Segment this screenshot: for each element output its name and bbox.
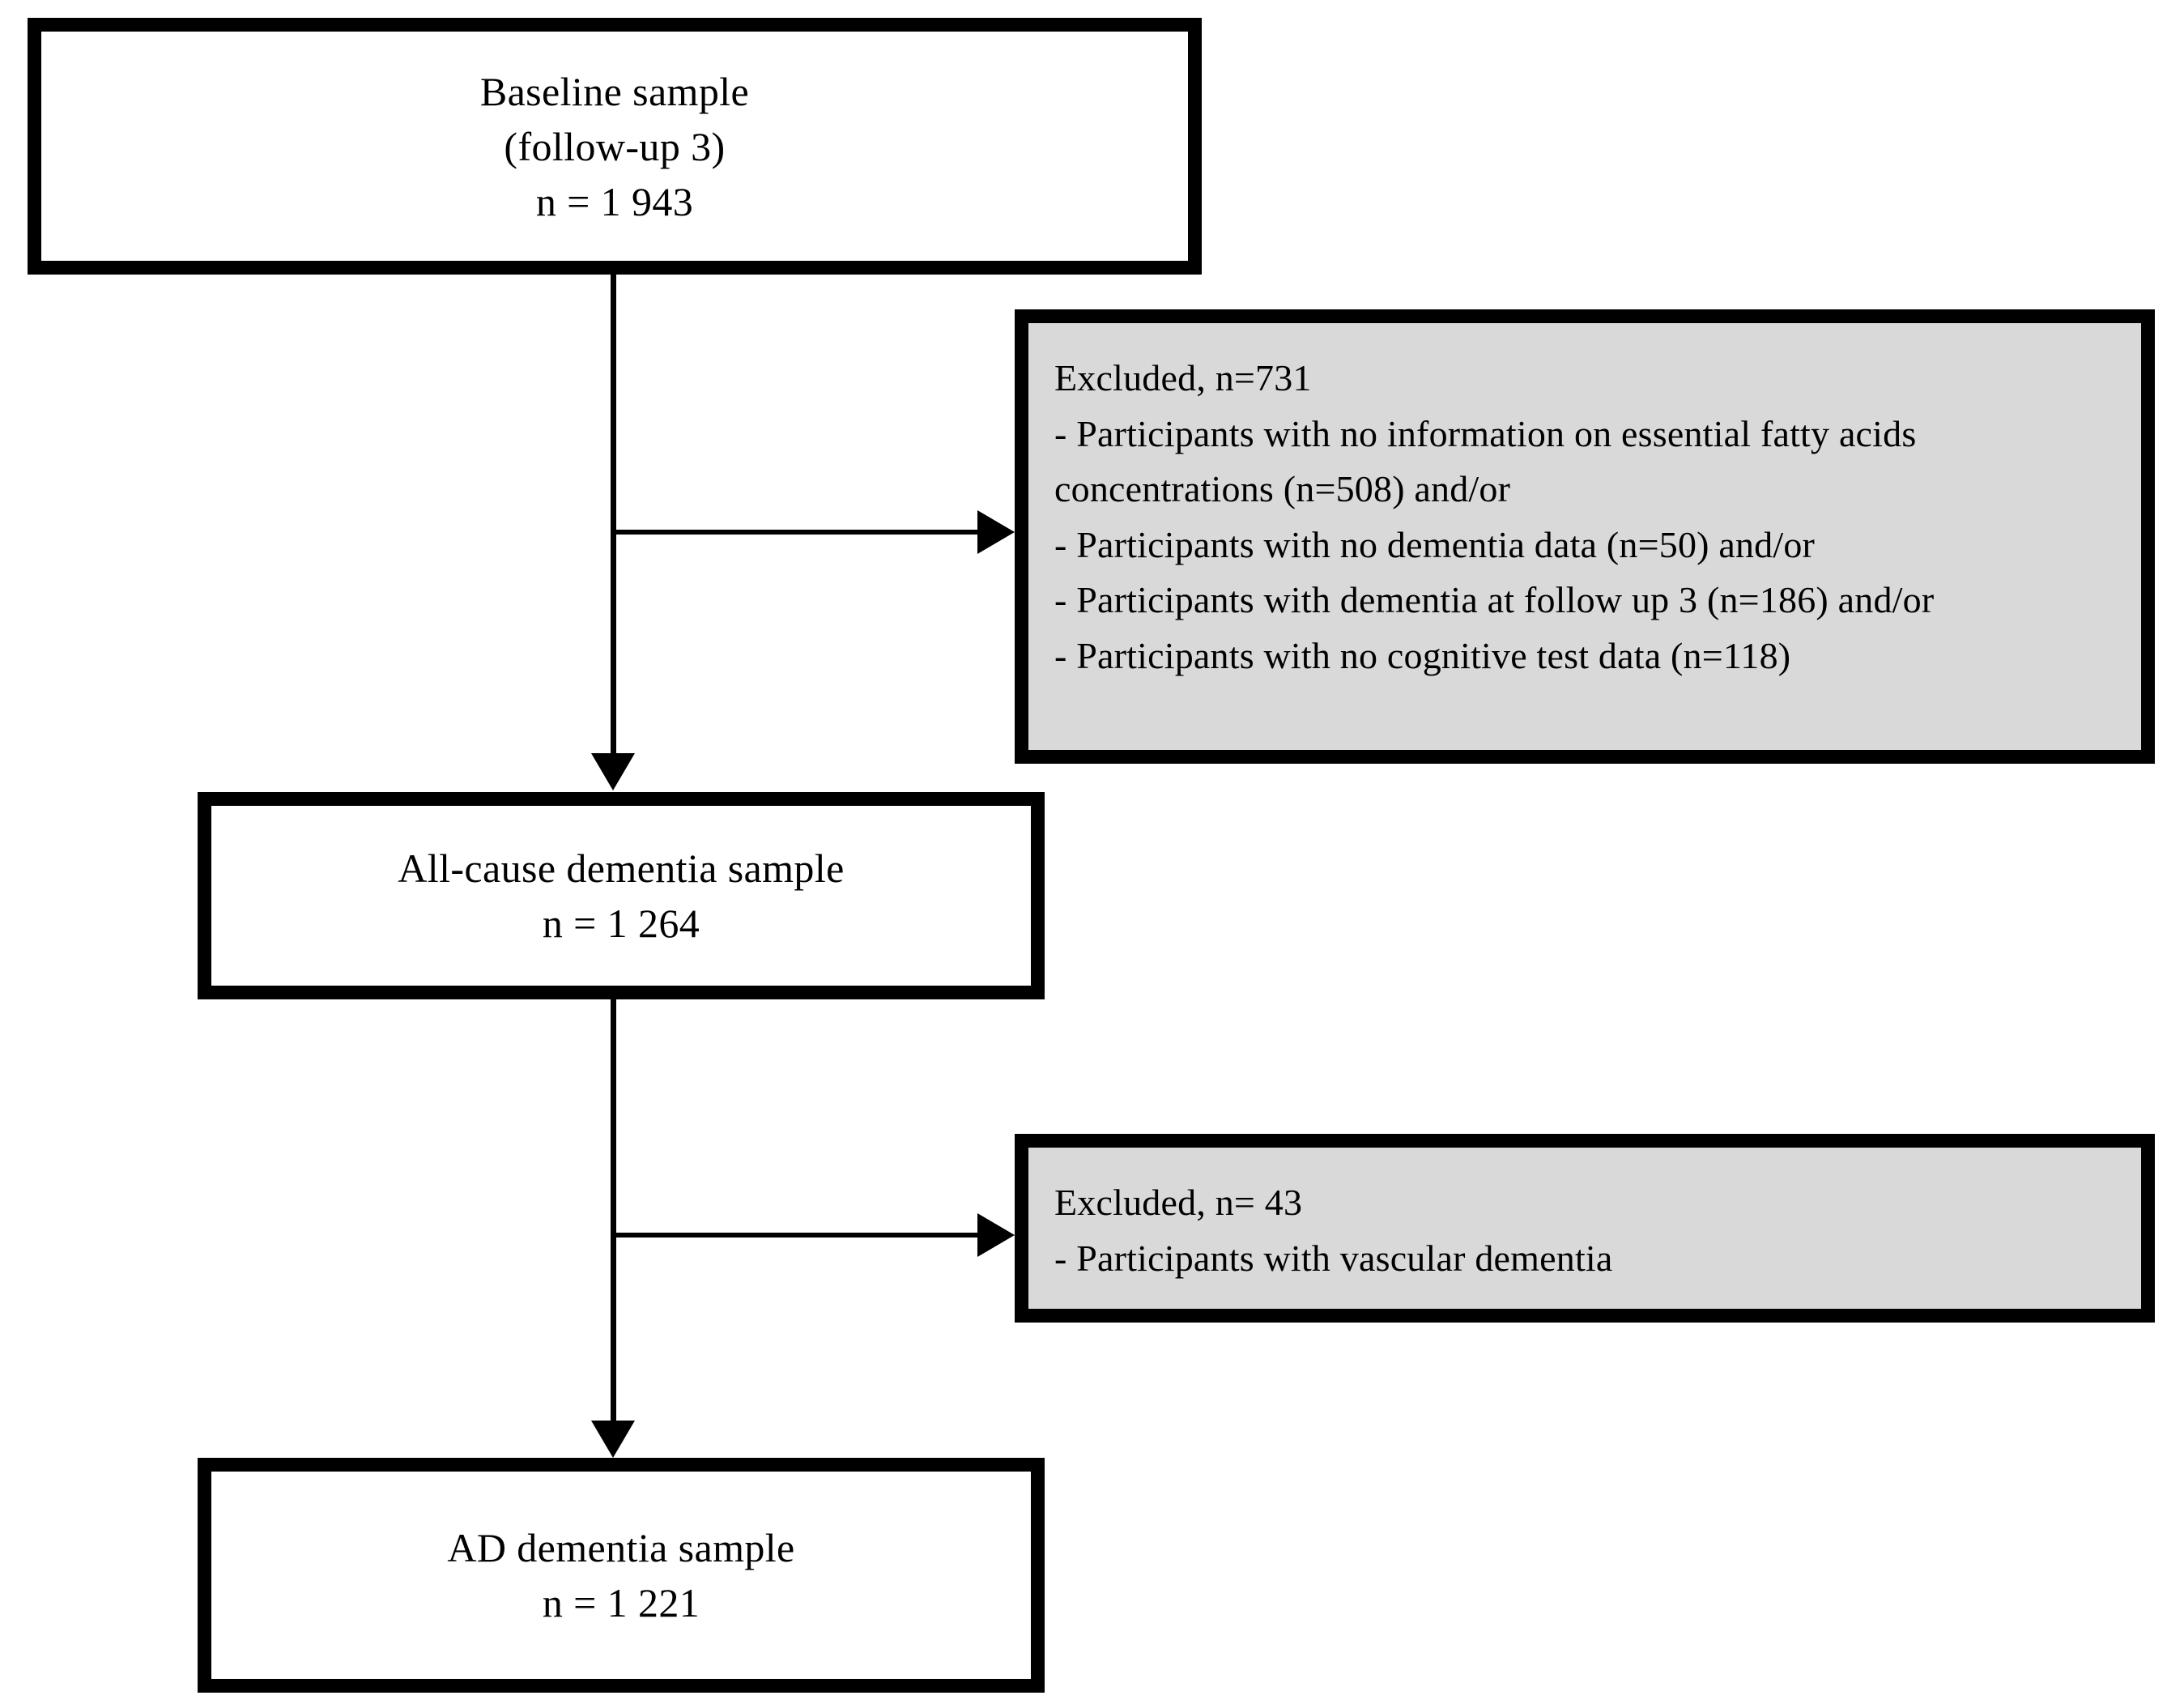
arrowhead-allcause-to-ad: [591, 1421, 635, 1458]
ad-sample-title: AD dementia sample: [447, 1525, 795, 1570]
exclusion-second-item-1: - Participants with vascular dementia: [1054, 1237, 1613, 1279]
arrowhead-baseline-to-allcause: [591, 753, 635, 790]
connector-allcause-to-exclusion-2: [613, 1233, 979, 1238]
baseline-sample-box: Baseline sample (follow-up 3) n = 1 943: [28, 18, 1202, 275]
exclusion-box-first: Excluded, n=731 - Participants with no i…: [1015, 309, 2155, 764]
exclusion-box-second: Excluded, n= 43 - Participants with vasc…: [1015, 1134, 2155, 1323]
exclusion-second-heading: Excluded, n= 43: [1054, 1182, 1303, 1223]
all-cause-dementia-sample-box: All-cause dementia sample n = 1 264: [198, 792, 1045, 999]
baseline-sample-count: n = 1 943: [535, 178, 694, 224]
baseline-sample-title: Baseline sample: [479, 68, 750, 114]
all-cause-sample-title: All-cause dementia sample: [398, 846, 845, 891]
connector-allcause-to-ad: [611, 999, 616, 1427]
ad-dementia-sample-box: AD dementia sample n = 1 221: [198, 1458, 1045, 1693]
all-cause-sample-count: n = 1 264: [542, 901, 700, 946]
arrowhead-allcause-to-exclusion-2: [977, 1213, 1015, 1257]
baseline-sample-subtitle: (follow-up 3): [504, 123, 726, 169]
connector-baseline-to-exclusion-1: [613, 530, 979, 535]
exclusion-first-item-1: - Participants with no information on es…: [1054, 412, 1926, 510]
connector-baseline-to-allcause: [611, 275, 616, 760]
arrowhead-baseline-to-exclusion-1: [977, 510, 1015, 554]
exclusion-first-heading: Excluded, n=731: [1054, 357, 1312, 398]
exclusion-first-item-3: - Participants with dementia at follow u…: [1054, 579, 1935, 621]
exclusion-first-item-4: - Participants with no cognitive test da…: [1054, 634, 1791, 676]
exclusion-first-item-2: - Participants with no dementia data (n=…: [1054, 523, 1816, 565]
ad-sample-count: n = 1 221: [542, 1580, 700, 1625]
